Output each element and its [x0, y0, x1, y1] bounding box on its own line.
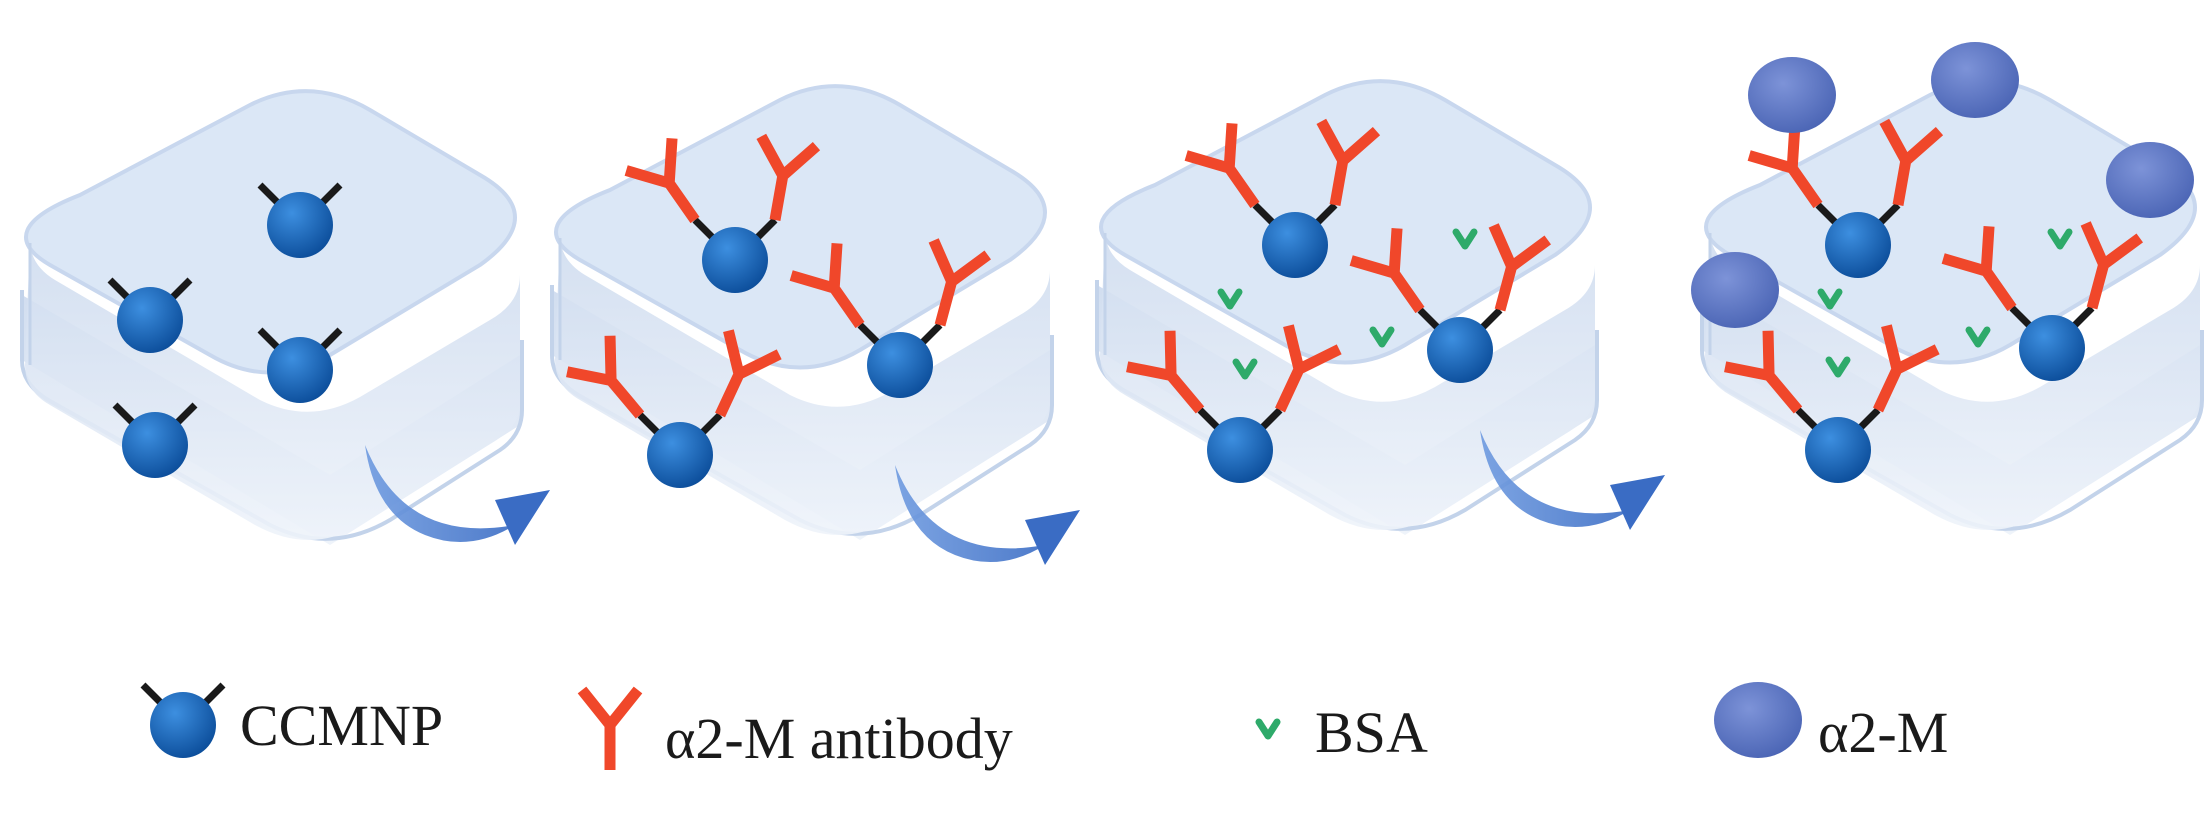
- a2m-protein-icon: [1714, 682, 1802, 758]
- a2m-protein-icon: [2106, 142, 2194, 218]
- legend-label-antibody: α2-M antibody: [665, 706, 1013, 771]
- a2m-protein-icon: [1691, 252, 1779, 328]
- nanoparticle-icon: [143, 685, 223, 758]
- legend-label-ccmnp: CCMNP: [240, 693, 443, 758]
- panel-1-ccmnp-chip: [20, 89, 524, 548]
- a2m-protein-icon: [1748, 57, 1836, 133]
- legend-item-a2m: α2-M: [1714, 682, 1948, 765]
- legend-label-a2m: α2-M: [1818, 700, 1948, 765]
- legend: CCMNP α2-M antibody BSA α2-M: [143, 682, 1948, 771]
- nanoparticle-icon: [640, 415, 720, 488]
- nanoparticle-icon: [260, 330, 340, 403]
- legend-item-antibody: α2-M antibody: [582, 690, 1013, 771]
- a2m-protein-icon: [1931, 42, 2019, 118]
- panel-4-a2m-chip: [1691, 42, 2204, 538]
- bsa-icon: [1259, 722, 1277, 736]
- panel-3-bsa-chip: [1095, 79, 1599, 538]
- legend-label-bsa: BSA: [1315, 700, 1428, 765]
- antibody-icon: [582, 690, 638, 770]
- legend-item-ccmnp: CCMNP: [143, 685, 443, 758]
- panel-2-antibody-chip: [550, 84, 1054, 543]
- legend-item-bsa: BSA: [1259, 700, 1428, 765]
